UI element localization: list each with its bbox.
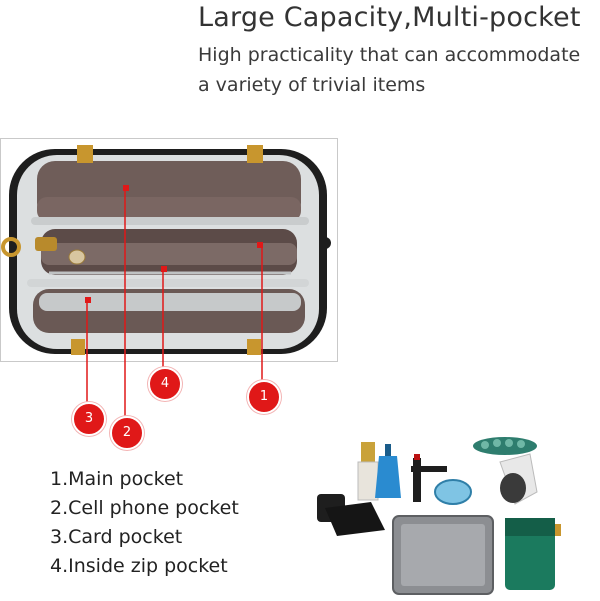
marker-3 [85,297,91,303]
legend-item-inside-zip-pocket: 4.Inside zip pocket [50,555,228,577]
pocket-legend: 1.Main pocket 2.Cell phone pocket 3.Card… [50,465,239,581]
legend-item-card-pocket: 3.Card pocket [50,526,183,548]
items-photo [315,432,595,601]
perfume-blue [385,444,391,456]
perfume-gold [361,442,375,464]
marker-2 [123,185,129,191]
items-illustration [317,437,561,595]
callout-badge-2: 2 [110,416,144,450]
subtitle-line-1: High practicality that can accommodate [198,44,581,66]
legend-item-cell-phone-pocket: 2.Cell phone pocket [50,497,239,519]
bag-interior-illustration [1,145,331,355]
legend-item-main-pocket: 1.Main pocket [50,468,184,490]
compact-mirror [434,479,472,505]
callout-badge-1: 1 [247,380,281,414]
cosmetic-case [325,502,385,536]
callout-badge-4: 4 [148,367,182,401]
marker-1 [257,242,263,248]
callout-badge-3: 3 [72,402,106,436]
bag-interior-photo [0,138,338,362]
eyeliner [411,466,447,472]
lipstick [413,458,421,502]
marker-4 [161,266,167,272]
strap-hardware [77,145,93,163]
subtitle-line-2: a variety of trivial items [198,74,426,96]
page-title: Large Capacity,Multi-pocket [198,2,581,33]
